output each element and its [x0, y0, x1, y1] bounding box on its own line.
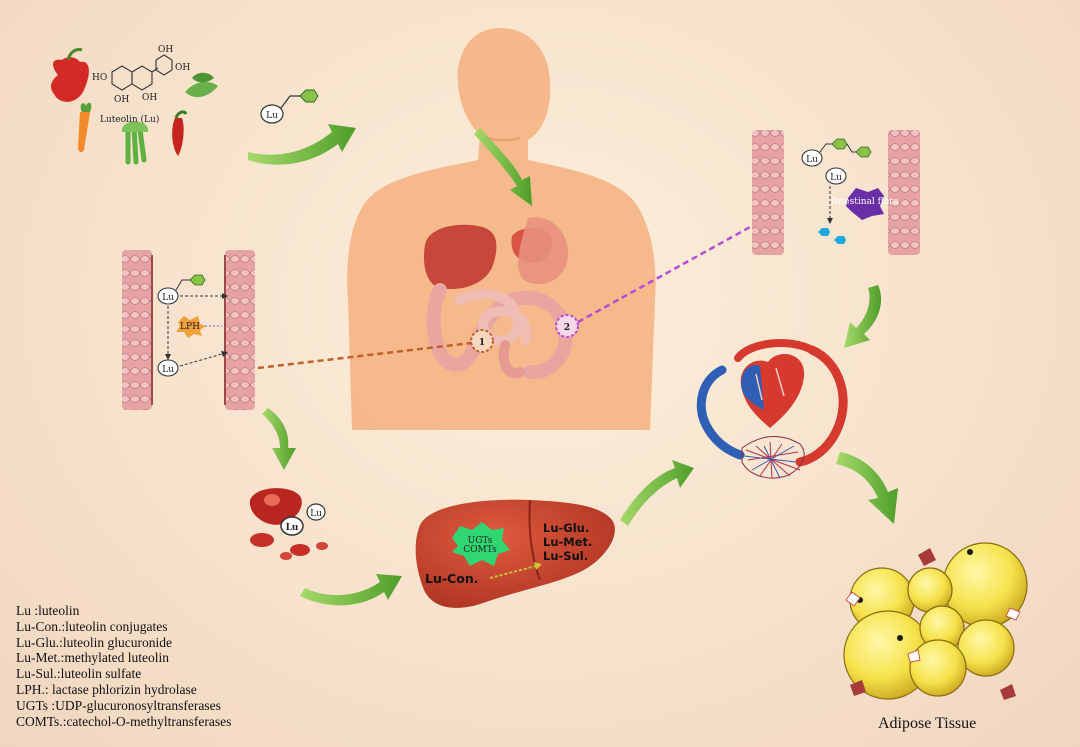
dashed-line-site-2 [577, 224, 753, 324]
lu-con-label: Lu-Con. [425, 571, 478, 586]
legend-item-ugts: UGTs :UDP-glucuronosyltransferases [16, 697, 221, 713]
lph-enzyme: LPH [176, 316, 206, 338]
colon-wall: Lu Lu Intestinal flora [752, 130, 920, 255]
lu-label-colon-b: Lu [830, 173, 842, 183]
lu-label-intestine-b: Lu [162, 365, 174, 375]
legend-item-lu: Lu :luteolin [16, 603, 80, 618]
metabolite-hexagon-a [818, 228, 830, 236]
comts-label: COMTs [463, 545, 497, 555]
metabolite-hexagon-b [834, 236, 846, 244]
oh-label-bottom: OH [114, 95, 129, 105]
legend-item-lu-sul: Lu-Sul.:luteolin sulfate [16, 666, 142, 682]
arrow-blood-to-liver [300, 574, 402, 606]
lu-label-colon-a: Lu [806, 155, 818, 165]
oh-label-top: OH [158, 45, 173, 55]
lu-molecule-blood-a: Lu [280, 516, 304, 536]
abbreviation-legend: Lu :luteolin Lu-Con.:luteolin conjugates… [16, 603, 231, 729]
arrow-heart-to-adipose [836, 452, 898, 524]
legend-item-lu-glu: Lu-Glu.:luteolin glucuronide [16, 634, 172, 650]
arrow-colon-to-heart [844, 285, 882, 348]
blood-vessel-cells: Lu Lu [249, 488, 328, 560]
lu-sul-label: Lu-Sul. [543, 549, 588, 563]
lu-molecule-colon: Lu [825, 167, 847, 185]
adipose-tissue-label: Adipose Tissue [878, 715, 977, 732]
arrow-intestine-to-blood [262, 408, 296, 470]
luteolin-title: Luteolin (Lu) [100, 114, 159, 125]
lu-molecule-intestine-b: Lu [157, 359, 179, 377]
heart-circulation [696, 339, 848, 479]
legend-item-comts: COMTs.:catechol-O-methyltransferases [16, 713, 232, 729]
adipose-tissue-cluster [843, 542, 1028, 700]
stomach-liver-organs [423, 217, 569, 290]
lu-label-intestine-a: Lu [162, 293, 174, 303]
intestinal-flora-badge: Intestinal flora [831, 188, 899, 220]
lu-label-top: Lu [266, 111, 278, 121]
luteolin-structure: HO OH OH OH OH Luteolin (Lu) [92, 45, 190, 125]
site-2-marker: 2 [555, 314, 579, 338]
site-1-label: 1 [479, 338, 485, 348]
arrow-liver-to-heart [620, 460, 694, 526]
dashed-line-site-1 [257, 341, 472, 370]
human-body-silhouette [347, 28, 656, 430]
arrow-food-to-body [248, 124, 356, 165]
lu-glycoside-colon: Lu [801, 138, 872, 167]
lu-label-blood-b: Lu [310, 509, 322, 519]
lu-label-blood-a: Lu [286, 523, 299, 533]
legend-item-lph: LPH.: lactase phlorizin hydrolase [16, 681, 197, 697]
ugts-label: UGTs [468, 536, 493, 546]
lph-label: LPH [180, 322, 200, 332]
ho-label-left: HO [92, 73, 107, 83]
intestines [426, 283, 573, 380]
intestinal-flora-label: Intestinal flora [831, 197, 899, 207]
fruits-vegetables-icon [51, 48, 218, 165]
site-2-label: 2 [564, 323, 570, 333]
ugts-comts-badge: UGTs COMTs [452, 522, 510, 566]
lu-glu-label: Lu-Glu. [543, 521, 589, 535]
lu-met-label: Lu-Met. [543, 535, 592, 549]
arrow-body-to-stomach [474, 128, 532, 206]
lu-molecule-blood-b: Lu [306, 503, 326, 521]
lu-molecule-intestine-a: Lu [157, 274, 206, 305]
oh-label-bottom-2: OH [142, 93, 157, 103]
site-1-marker: 1 [470, 329, 494, 353]
small-intestine-wall: Lu LPH Lu [122, 250, 255, 410]
legend-item-lu-con: Lu-Con.:luteolin conjugates [16, 618, 168, 634]
liver: UGTs COMTs Lu-Con. Lu-Glu. Lu-Met. Lu-Su… [415, 499, 615, 608]
lu-molecule-top: Lu [260, 89, 319, 124]
legend-item-lu-met: Lu-Met.:methylated luteolin [16, 650, 169, 666]
oh-label-right: OH [175, 63, 190, 73]
